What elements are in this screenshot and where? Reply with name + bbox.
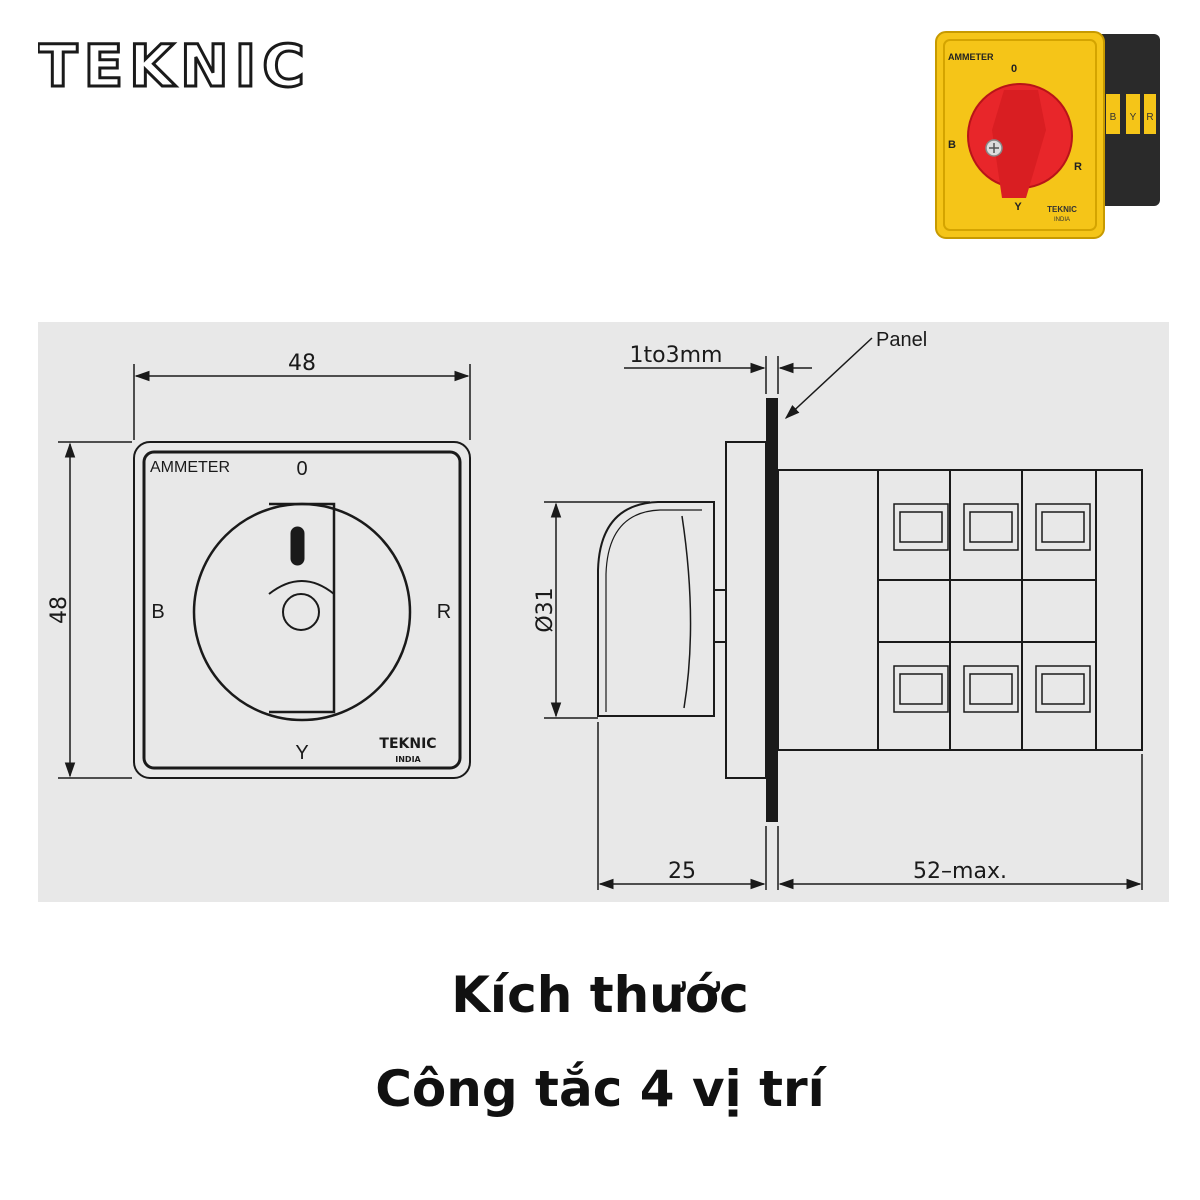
photo-position-0: 0 — [1011, 63, 1017, 75]
front-brand-sub: INDIA — [395, 755, 421, 764]
side-rear-body — [777, 469, 1143, 751]
photo-knob-handle — [992, 90, 1046, 198]
side-panel — [766, 398, 778, 822]
photo-position-y: Y — [1014, 201, 1022, 213]
side-panel-leader — [784, 337, 873, 420]
side-panel-thickness-label: 1to3mm — [630, 343, 723, 368]
brand-logo: TEKNIC — [37, 22, 328, 102]
side-depth-rear-label: 52–max. — [913, 859, 1007, 884]
photo-terminal-b — [1106, 94, 1120, 134]
caption-subtitle: Công tắc 4 vị trí — [375, 1060, 825, 1118]
side-knob-contour — [681, 515, 692, 709]
front-width-label: 48 — [288, 351, 316, 376]
side-view — [597, 398, 1143, 822]
front-outer-frame — [133, 441, 471, 779]
photo-terminal-y — [1126, 94, 1140, 134]
side-panel-label: Panel — [876, 329, 927, 351]
front-knob-screw — [282, 593, 320, 631]
photo-position-b: B — [948, 139, 956, 151]
photo-position-r: R — [1074, 161, 1082, 173]
front-ammeter-label: AMMETER — [150, 459, 230, 476]
product-photo: B Y R AMMETER 0 B R Y TEKNIC INDIA — [930, 20, 1170, 250]
photo-faceplate-inner — [943, 39, 1097, 231]
photo-brand: TEKNIC — [1047, 205, 1077, 214]
photo-terminal-label-y: Y — [1130, 112, 1137, 123]
photo-brand-sub: INDIA — [1054, 217, 1070, 223]
front-position-y: Y — [295, 742, 308, 764]
photo-terminal-label-b: B — [1110, 112, 1117, 123]
front-knob-handle-curve — [268, 580, 335, 595]
side-knob-diameter-label: Ø31 — [533, 587, 558, 632]
front-width-dimension — [133, 364, 471, 440]
side-knob — [597, 501, 715, 717]
side-panel-thickness-dimension — [624, 356, 812, 394]
side-bezel — [725, 441, 767, 779]
front-knob-handle — [269, 502, 336, 714]
side-depth-front-dimension — [597, 722, 767, 890]
front-position-r: R — [437, 601, 451, 623]
side-depth-rear-dimension — [777, 754, 1143, 890]
front-height-dimension — [58, 441, 132, 779]
front-brand: TEKNIC — [379, 736, 436, 752]
front-height-label: 48 — [47, 596, 72, 624]
photo-terminal-r — [1144, 94, 1156, 134]
front-position-b: B — [151, 601, 164, 623]
side-knob-diameter-dimension — [544, 501, 650, 719]
photo-terminal-label-r: R — [1146, 112, 1153, 123]
brand-logo-text: TEKNIC — [38, 32, 311, 100]
caption-title: Kích thước — [451, 966, 749, 1024]
front-position-0: 0 — [296, 458, 307, 480]
photo-ammeter-label: AMMETER — [948, 52, 994, 62]
side-knob-inner — [605, 509, 702, 712]
front-view — [133, 441, 471, 779]
dimension-drawing: AMMETER 0 B R Y TEKNIC INDIA 48 48 — [38, 322, 1169, 902]
side-depth-front-label: 25 — [668, 859, 696, 884]
front-inner-frame — [142, 450, 462, 770]
front-knob-indicator — [290, 526, 305, 566]
